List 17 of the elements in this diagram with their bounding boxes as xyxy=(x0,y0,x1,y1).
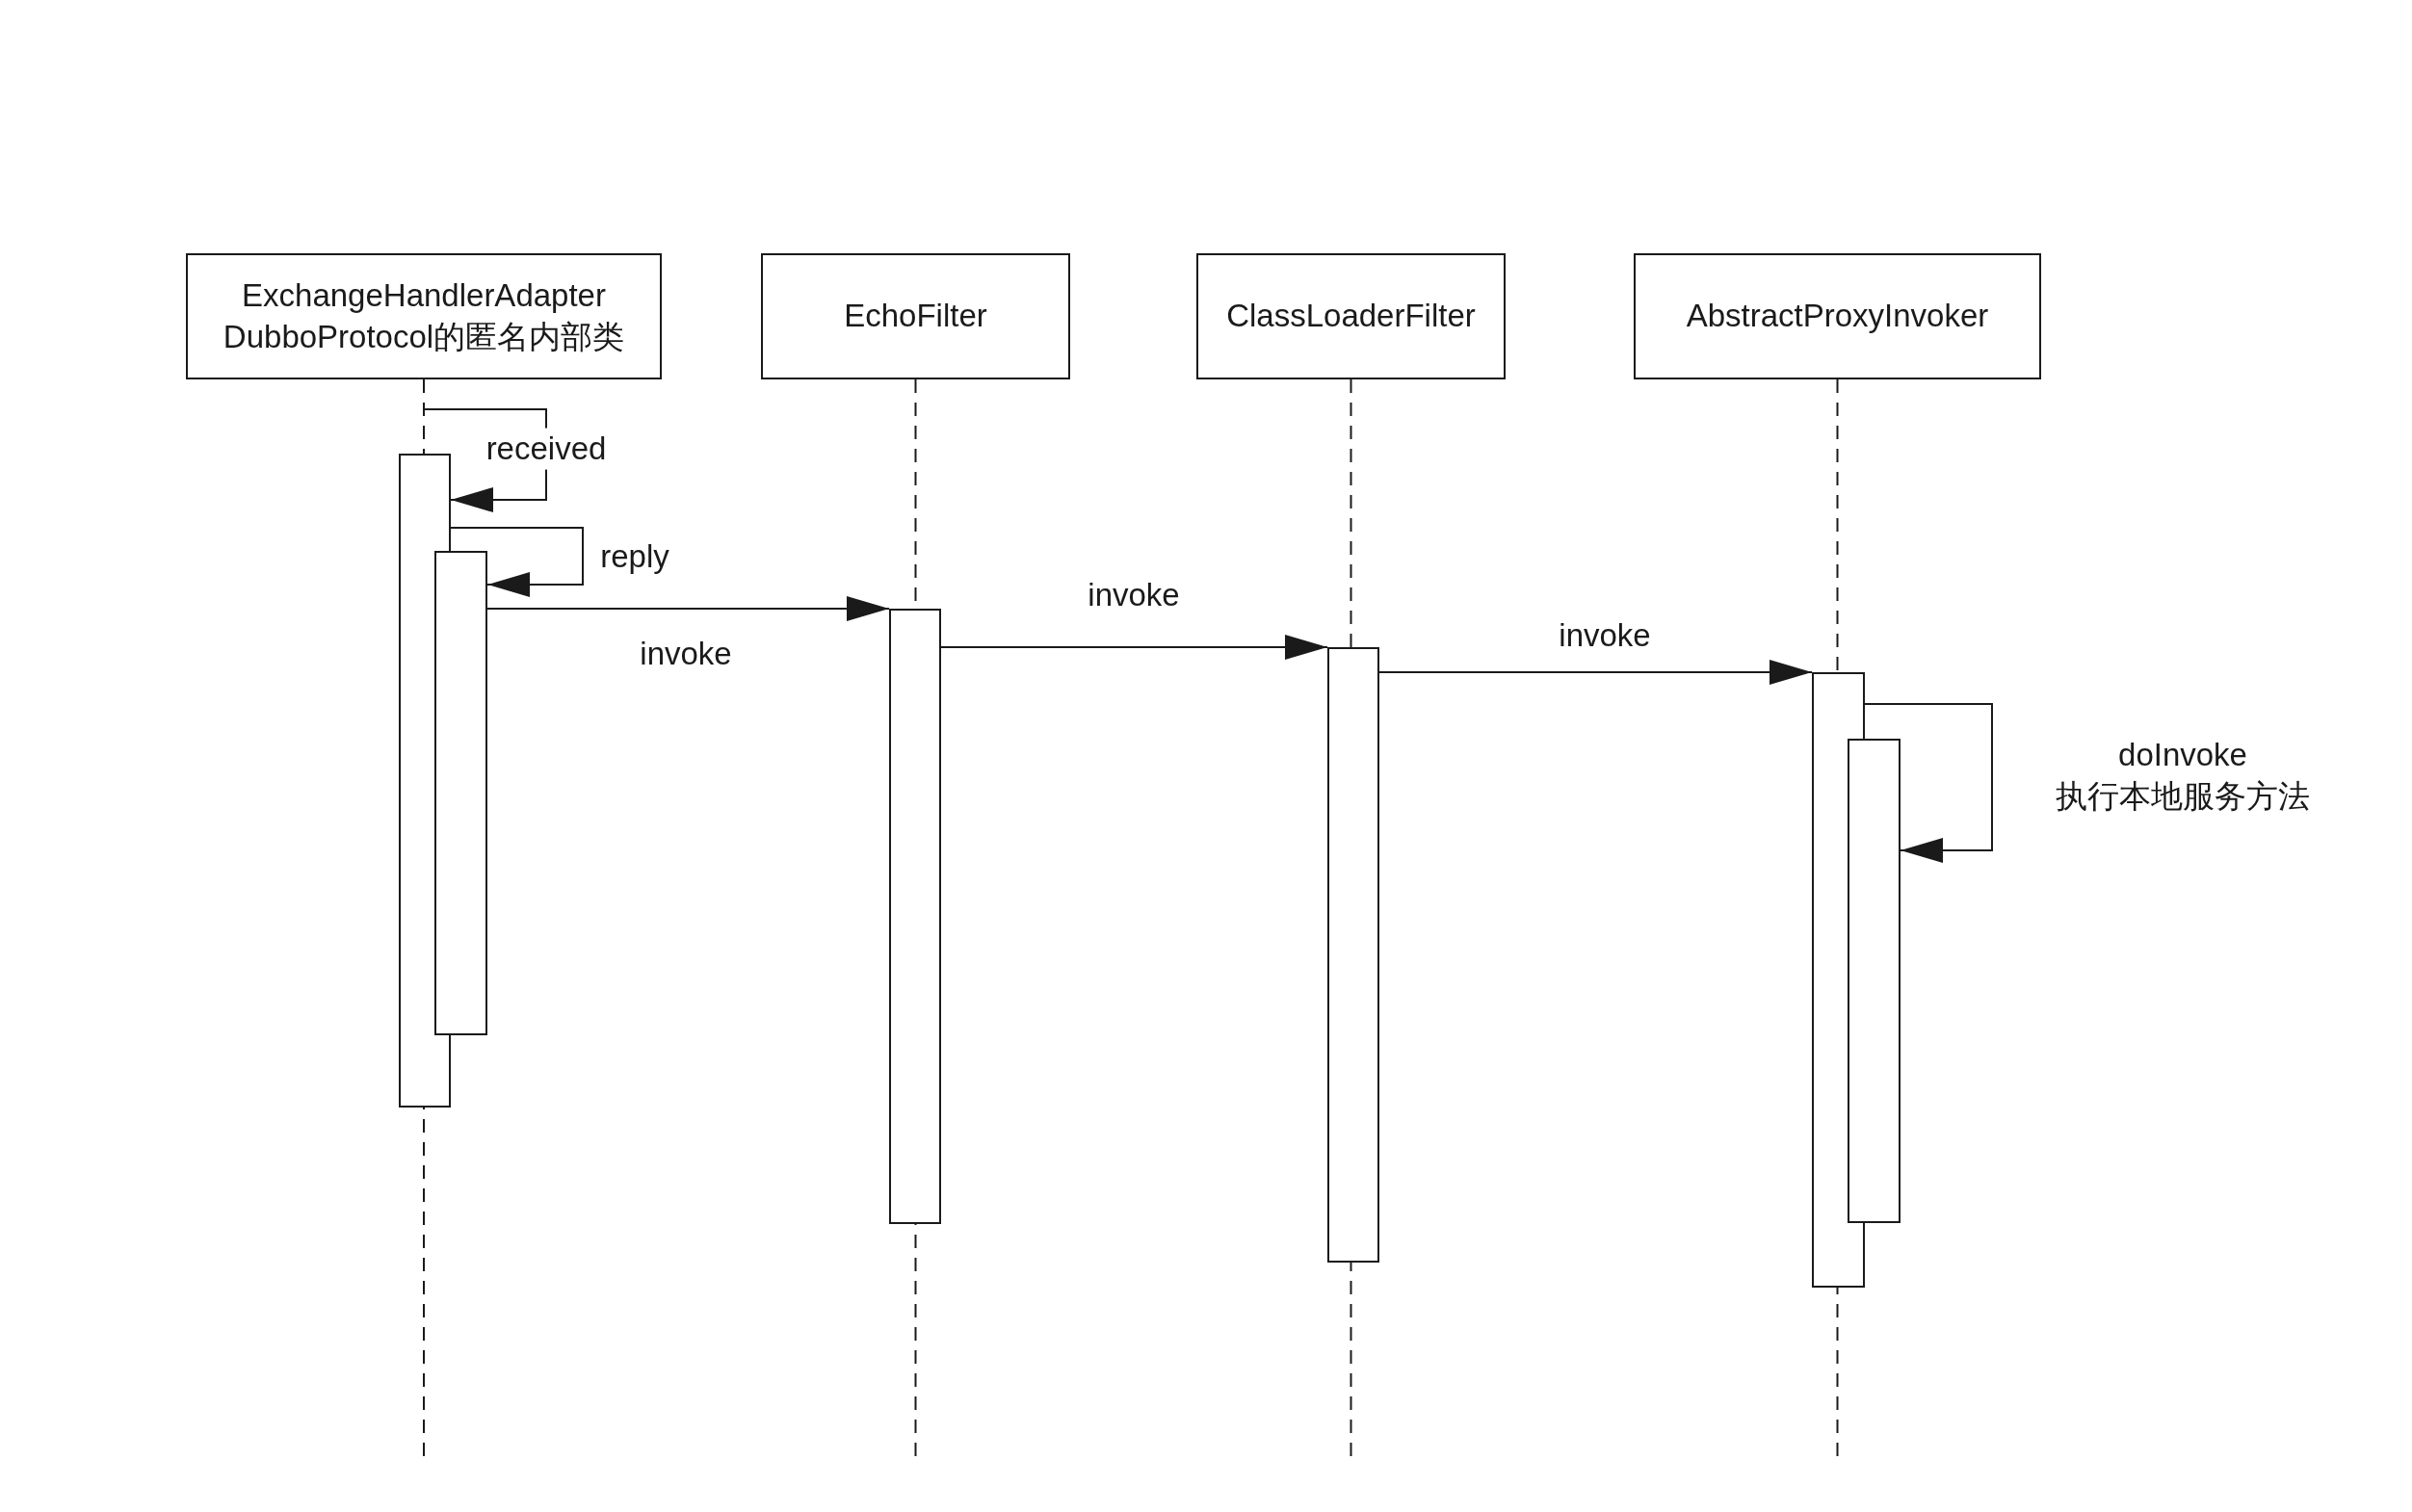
self-message-arrow xyxy=(1864,703,1993,863)
activation-bar xyxy=(1327,647,1379,1263)
message-arrow xyxy=(486,596,890,621)
participant-name: AbstractProxyInvoker xyxy=(1686,297,1989,336)
participant-name: EchoFilter xyxy=(844,297,987,336)
participant-box xyxy=(1634,253,2041,379)
activation-bar xyxy=(889,609,941,1224)
activation-bar xyxy=(1848,739,1901,1223)
message-arrow xyxy=(1378,660,1813,685)
message-arrow xyxy=(940,635,1328,660)
participant-box xyxy=(761,253,1070,379)
activation-bar xyxy=(434,551,487,1035)
participant-box xyxy=(186,253,662,379)
participant-box xyxy=(1196,253,1506,379)
self-message-arrow xyxy=(450,527,584,597)
participant-name: ExchangeHandlerAdapter DubboProtocol的匿名内部类 xyxy=(222,275,626,356)
participant-name: ClassLoaderFilter xyxy=(1226,297,1476,336)
